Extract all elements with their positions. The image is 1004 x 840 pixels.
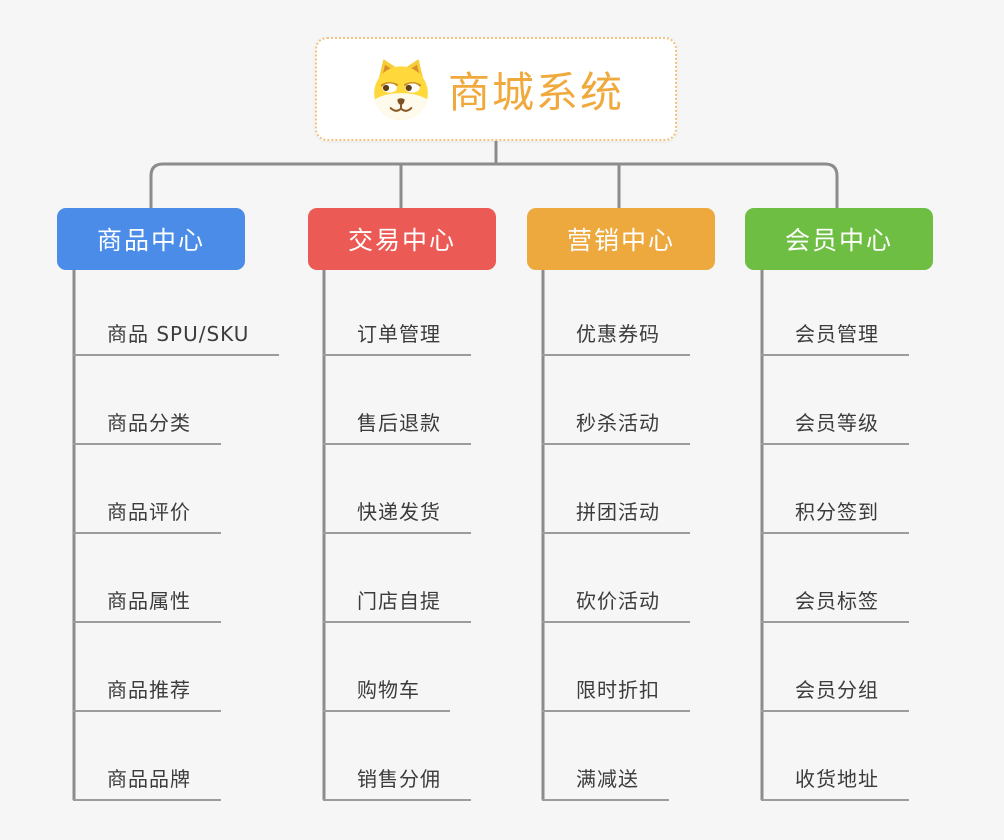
subtopic-express-shipping[interactable]: 快递发货 <box>323 500 471 534</box>
branch-topic-product-center[interactable]: 商品中心 <box>57 208 245 270</box>
dog-face-icon <box>374 59 428 120</box>
subtopic-product-attribute[interactable]: 商品属性 <box>73 589 221 623</box>
subtopic-sales-commission[interactable]: 销售分佣 <box>323 767 471 801</box>
subtopic-order-management[interactable]: 订单管理 <box>323 322 471 356</box>
subtopic-shipping-address[interactable]: 收货地址 <box>761 767 909 801</box>
subtopic-member-level[interactable]: 会员等级 <box>761 411 909 445</box>
subtopic-store-pickup[interactable]: 门店自提 <box>323 589 471 623</box>
branch-label: 会员中心 <box>784 226 893 255</box>
subtopic-coupon-code[interactable]: 优惠券码 <box>542 322 690 356</box>
branch-label: 交易中心 <box>347 226 456 255</box>
subtopic-spend-and-save[interactable]: 满减送 <box>542 767 669 801</box>
subtopic-product-brand[interactable]: 商品品牌 <box>73 767 221 801</box>
subtopic-points-checkin[interactable]: 积分签到 <box>761 500 909 534</box>
root-topic-title: 商城系统 <box>447 67 624 117</box>
subtopic-member-groups[interactable]: 会员分组 <box>761 678 909 712</box>
subtopic-flash-sale[interactable]: 秒杀活动 <box>542 411 690 445</box>
subtopic-member-management[interactable]: 会员管理 <box>761 322 909 356</box>
branch-topic-marketing-center[interactable]: 营销中心 <box>527 208 715 270</box>
subtopic-bargain-activity[interactable]: 砍价活动 <box>542 589 690 623</box>
subtopic-limited-time-discount[interactable]: 限时折扣 <box>542 678 690 712</box>
subtopic-product-category[interactable]: 商品分类 <box>73 411 221 445</box>
subtopic-member-tags[interactable]: 会员标签 <box>761 589 909 623</box>
subtopic-product-review[interactable]: 商品评价 <box>73 500 221 534</box>
subtopic-group-buy[interactable]: 拼团活动 <box>542 500 690 534</box>
subtopic-product-recommend[interactable]: 商品推荐 <box>73 678 221 712</box>
branch-topic-trade-center[interactable]: 交易中心 <box>308 208 496 270</box>
branch-label: 商品中心 <box>96 226 205 255</box>
subtopic-product-spu-sku[interactable]: 商品 SPU/SKU <box>73 322 280 356</box>
subtopic-aftersale-refund[interactable]: 售后退款 <box>323 411 471 445</box>
branch-topic-member-center[interactable]: 会员中心 <box>745 208 933 270</box>
subtopic-shopping-cart[interactable]: 购物车 <box>323 678 450 712</box>
root-topic[interactable]: 商城系统 <box>315 37 677 141</box>
branch-label: 营销中心 <box>566 226 675 255</box>
